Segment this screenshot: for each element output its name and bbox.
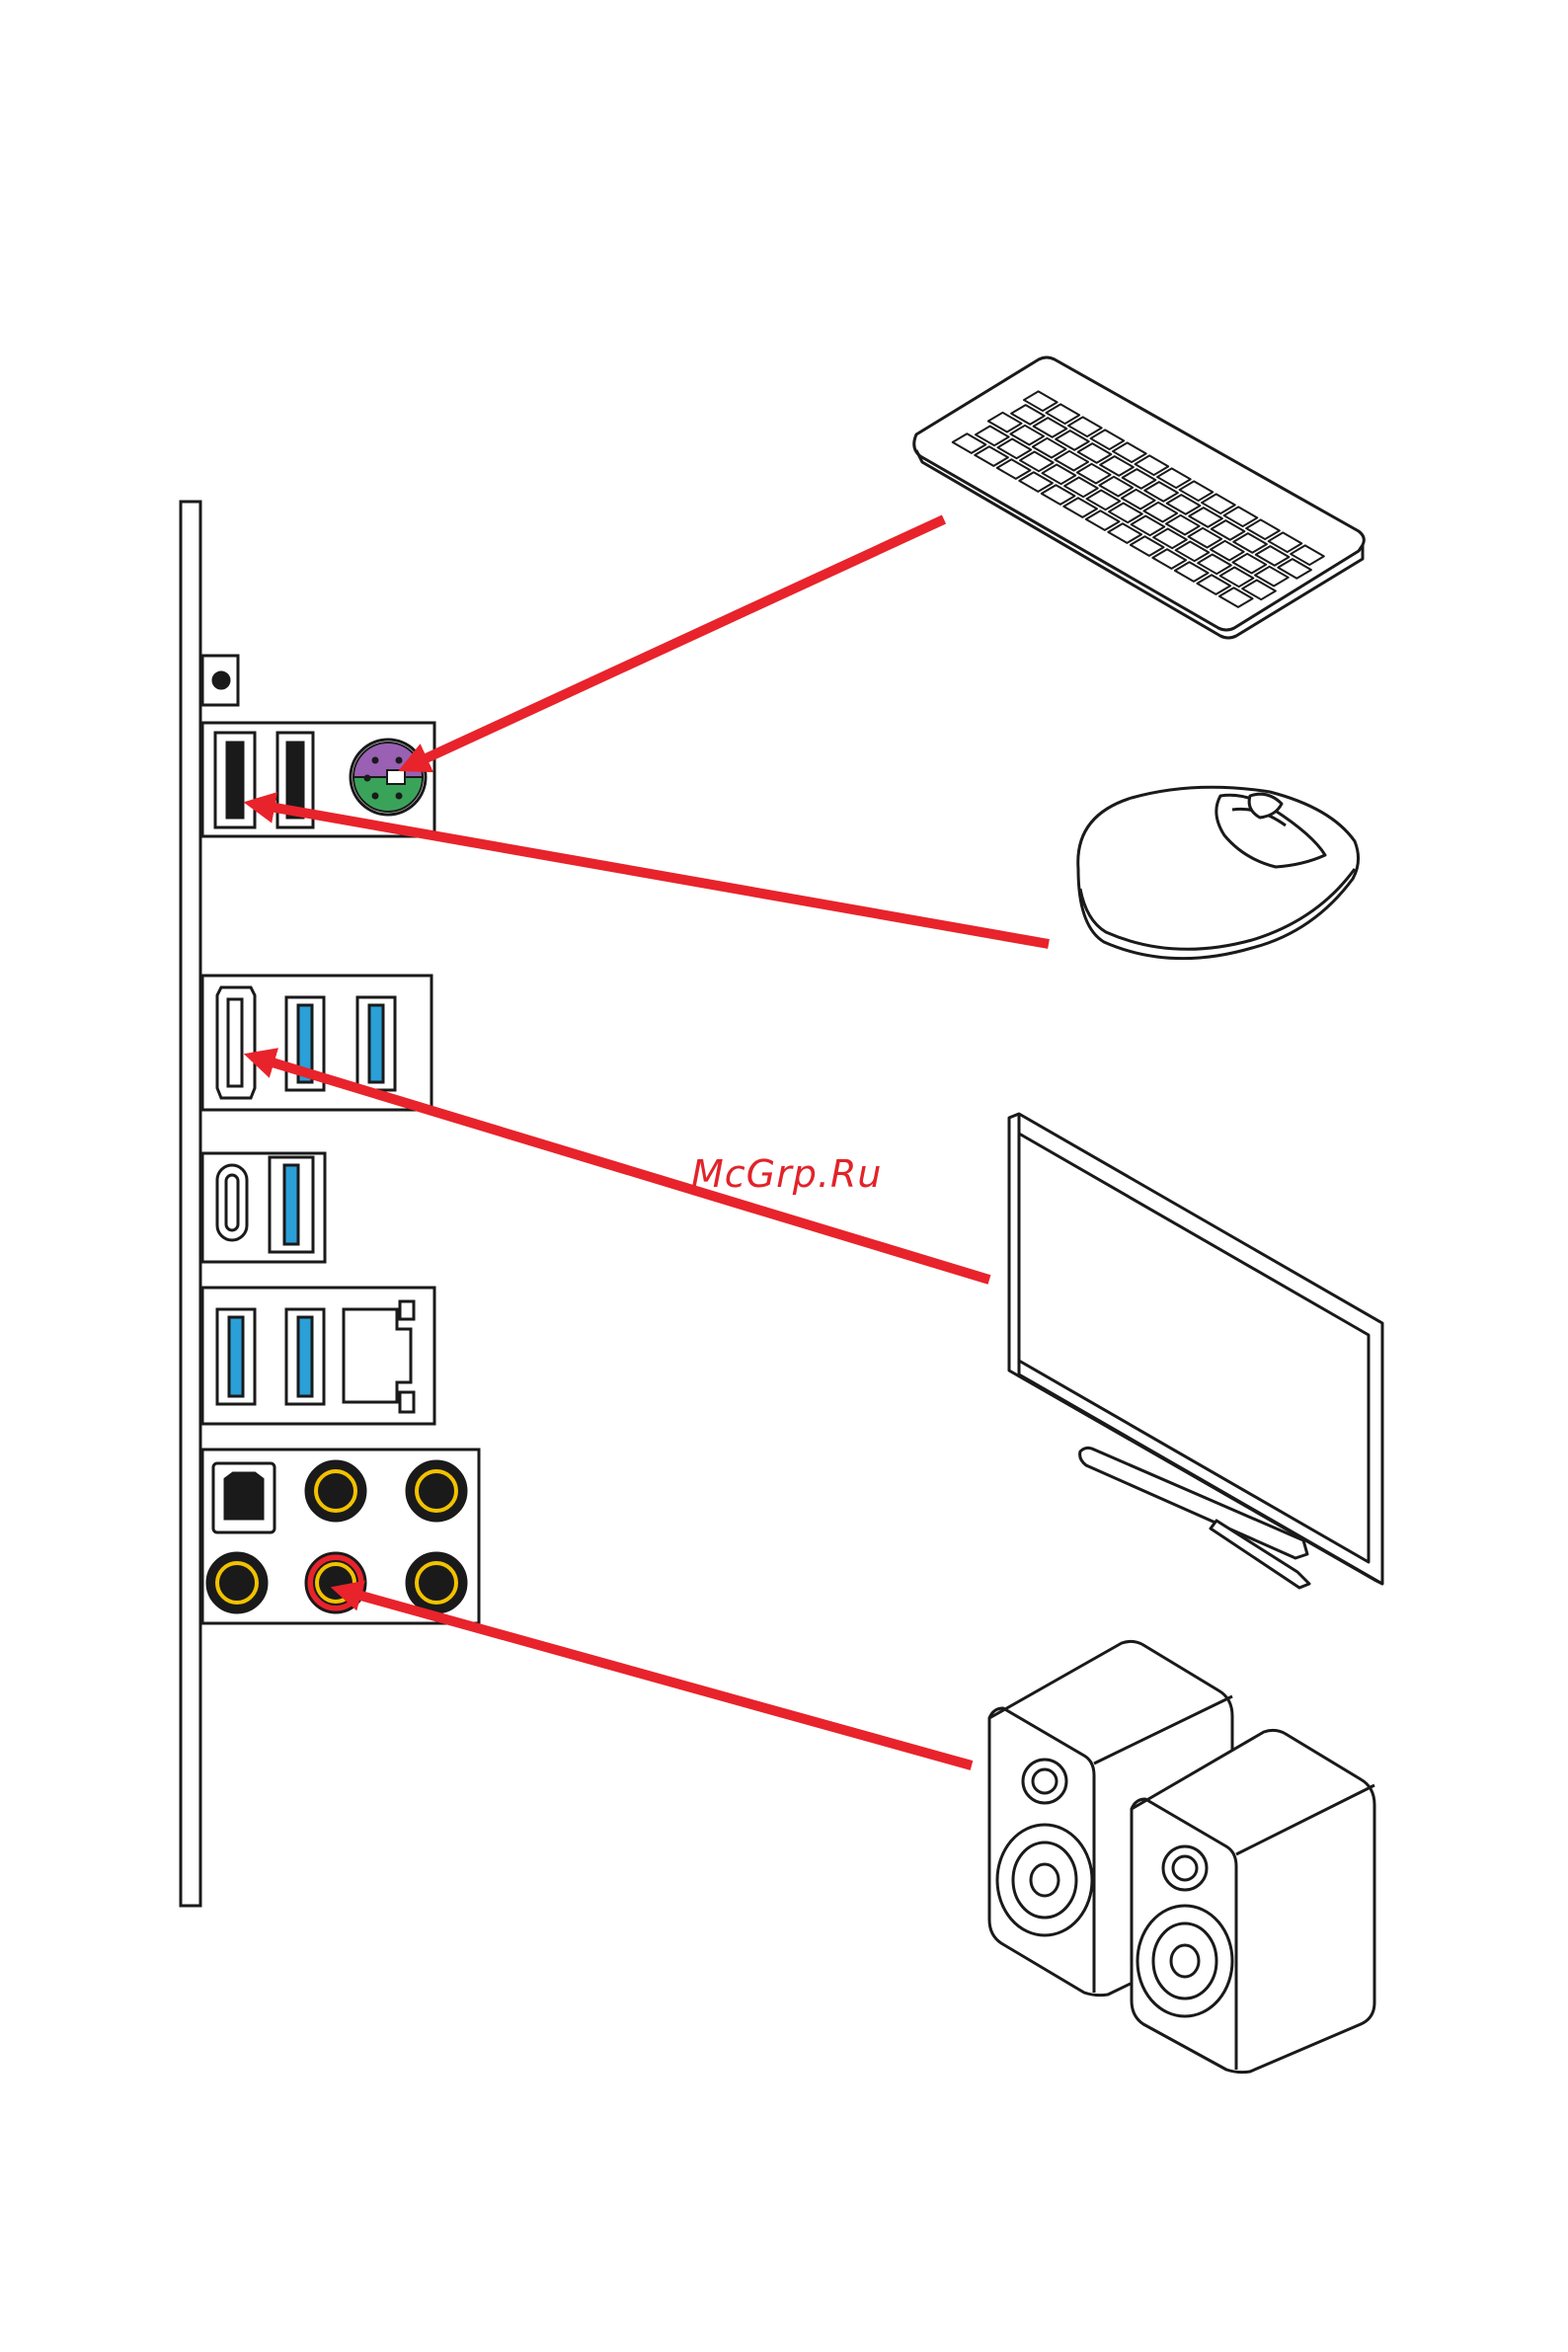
audio-line-out-jack [306,1553,365,1612]
usb2-port [215,733,255,827]
usb3-port [217,1309,255,1404]
io-block-typec-usb3 [202,1153,325,1262]
ps2-combo-port [351,740,426,815]
hdmi-port [217,987,255,1098]
audio-jack [407,1553,466,1612]
optical-spdif-port [213,1463,274,1532]
clear-cmos-button [202,656,238,705]
usb3-port [357,997,395,1090]
audio-jack [407,1461,466,1521]
lan-port [344,1301,414,1412]
usb3-port [286,1309,324,1404]
arrow-mouse-to-usb2 [253,804,1049,944]
io-block-hdmi-usb3 [202,976,431,1110]
mouse-icon [1078,787,1359,958]
audio-jack [207,1553,267,1612]
audio-jack [306,1461,365,1521]
keyboard-icon [914,357,1365,638]
io-block-usb3-lan [202,1288,434,1424]
arrow-speakers-to-line-out [340,1590,972,1765]
watermark-text: McGrp.Ru [691,1152,882,1196]
io-block-audio [202,1450,479,1623]
io-shield [181,502,200,1906]
speakers-icon [989,1641,1374,2072]
monitor-icon [1009,1114,1382,1588]
usb3-port [270,1157,313,1252]
arrow-keyboard-to-ps2 [407,519,944,767]
usb-type-c-port [217,1165,247,1240]
